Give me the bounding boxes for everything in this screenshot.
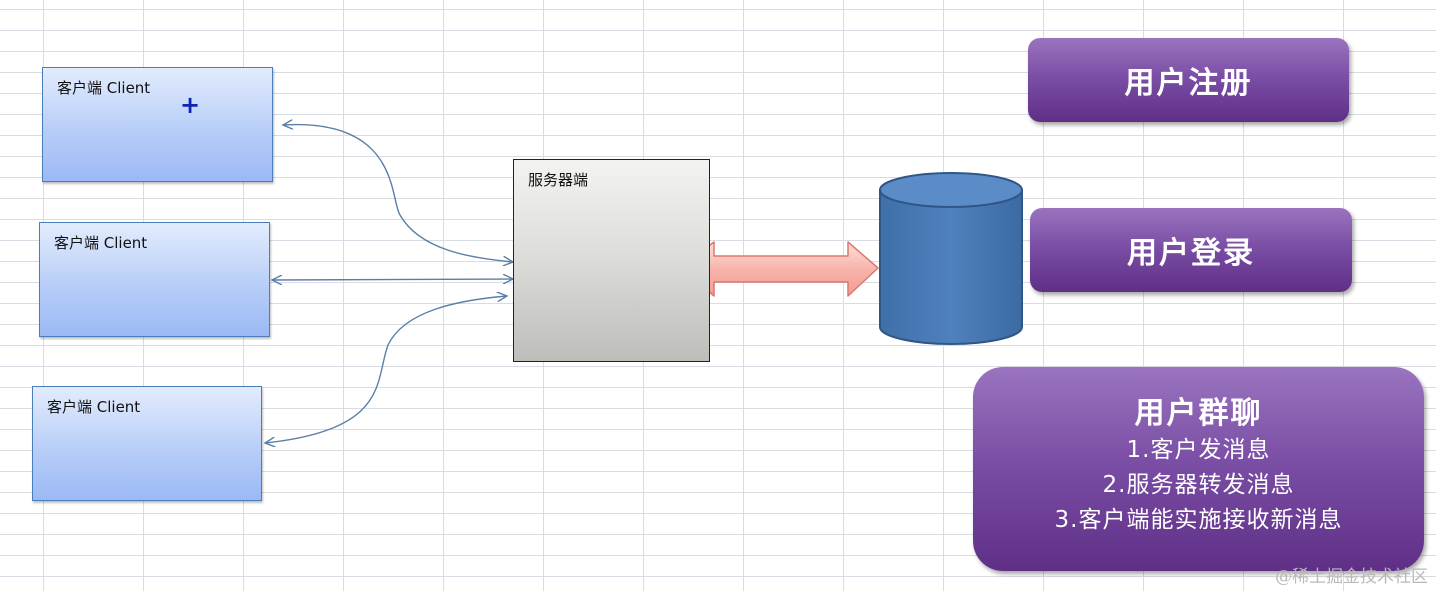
client-label: 客户端 Client	[47, 398, 141, 416]
connector-client-2	[272, 279, 513, 280]
feature-group-chat-title: 用户群聊	[1134, 396, 1263, 431]
client-box-3[interactable]: 客户端 Client	[32, 386, 262, 501]
watermark: @稀土掘金技术社区	[1275, 567, 1428, 587]
client-box-2[interactable]: 客户端 Client	[39, 222, 270, 337]
feature-login-label: 用户登录	[1127, 236, 1255, 271]
server-label: 服务器端	[528, 171, 589, 189]
client-label: 客户端 Client	[54, 234, 148, 252]
feature-login-box[interactable]: 用户登录	[1030, 208, 1352, 292]
server-box[interactable]: 服务器端	[513, 159, 710, 362]
feature-register-box[interactable]: 用户注册	[1028, 38, 1349, 122]
client-label: 客户端 Client	[57, 79, 151, 97]
feature-register-label: 用户注册	[1124, 66, 1253, 101]
database-cylinder-icon	[879, 172, 1023, 345]
plus-cursor-icon: +	[180, 91, 201, 119]
group-chat-line-3: 3.客户端能实施接收新消息	[1054, 507, 1343, 533]
connector-client-3	[265, 296, 507, 443]
client-box-1[interactable]: 客户端 Client	[42, 67, 273, 182]
connector-client-1	[283, 125, 513, 262]
group-chat-line-2: 2.服务器转发消息	[1102, 472, 1295, 498]
feature-group-chat-box[interactable]: 用户群聊 1.客户发消息 2.服务器转发消息 3.客户端能实施接收新消息	[973, 367, 1424, 571]
group-chat-line-1: 1.客户发消息	[1126, 437, 1271, 463]
server-database-double-arrow	[680, 241, 879, 297]
